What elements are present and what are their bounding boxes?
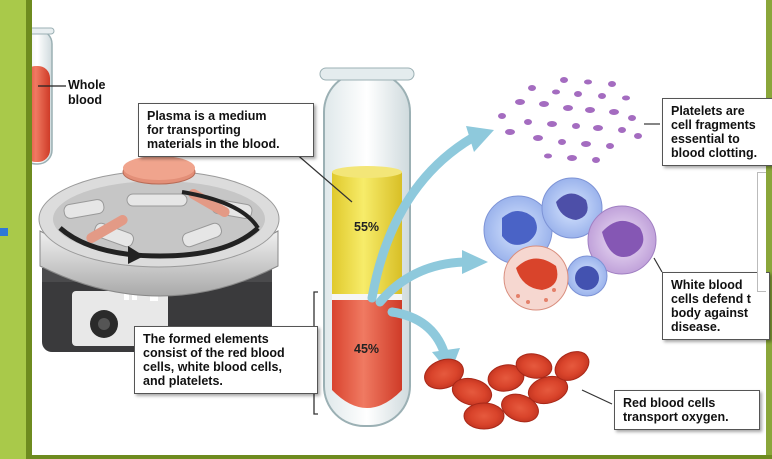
centrifuge-icon — [38, 156, 280, 352]
whole-blood-label: Whole blood — [68, 78, 106, 107]
plasma-percent: 55% — [354, 220, 380, 234]
platelets-label: Platelets are cell fragments essential t… — [662, 98, 772, 166]
overlay-panel-edge — [757, 172, 766, 292]
test-tube-icon — [319, 67, 415, 427]
red-blood-cells-label: Red blood cells transport oxygen. — [614, 390, 760, 430]
whole-blood-tube-icon — [32, 27, 55, 165]
plasma-label: Plasma is a medium for transporting mate… — [138, 103, 314, 157]
slide-marker — [0, 228, 8, 236]
red-blood-cell-icon — [424, 351, 590, 430]
white-blood-cell-icon — [483, 177, 657, 311]
right-frame-bar — [766, 0, 772, 459]
left-frame-stripe — [26, 0, 32, 459]
diagram-canvas: Whole blood Plasma is a medium for trans… — [32, 6, 772, 455]
bottom-frame-bar — [32, 455, 772, 459]
arrow-icon — [367, 133, 477, 357]
formed-elements-label: The formed elements consist of the red b… — [134, 326, 318, 394]
platelets-icon — [498, 77, 642, 163]
formed-percent: 45% — [354, 342, 380, 356]
white-blood-cells-label: White blood cells defend t body against … — [662, 272, 770, 340]
